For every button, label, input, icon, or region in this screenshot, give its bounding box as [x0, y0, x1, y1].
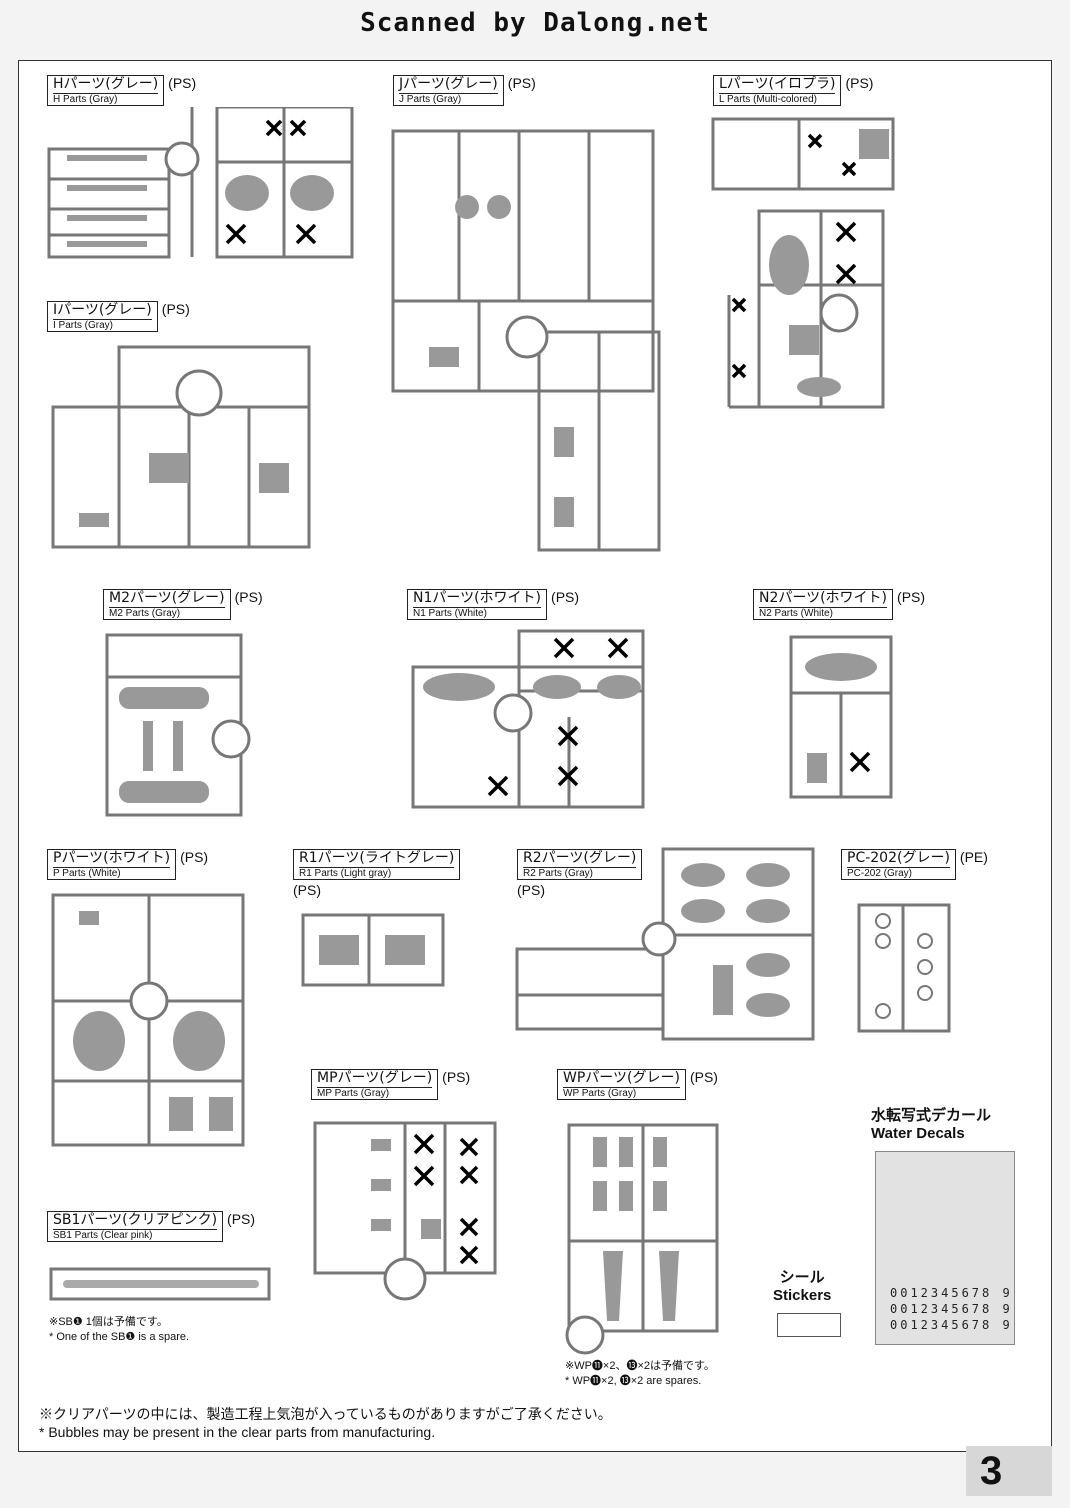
- water-decals-sheet: 0012345678 9 0012345678 9 0012345678 9: [875, 1151, 1015, 1345]
- stickers-title: シール Stickers: [773, 1269, 831, 1305]
- runner-name-jp: Hパーツ(グレー): [53, 76, 159, 92]
- runner-material: (PS): [845, 75, 874, 91]
- runner-i-diagram: [51, 345, 311, 549]
- runner-material: (PS): [161, 301, 190, 317]
- wp-spare-note: ※WP⓫×2、⓭×2は予備です。 * WP⓫×2, ⓭×2 are spares…: [565, 1359, 715, 1389]
- runner-wp-diagram: [565, 1123, 719, 1355]
- water-decals-title: 水転写式デカール Water Decals: [871, 1107, 991, 1143]
- wp-spare-note-jp: ※WP⓫×2、⓭×2は予備です。: [565, 1360, 715, 1372]
- runner-material: (PS): [442, 1069, 471, 1085]
- runner-r1-diagram: [301, 913, 445, 987]
- runner-material: (PS): [507, 75, 536, 91]
- runner-name-jp: Pパーツ(ホワイト): [53, 850, 171, 866]
- parts-list-frame: Hパーツ(グレー)H Parts (Gray) (PS) Jパーツ(グレー)J …: [18, 60, 1052, 1452]
- sb1-spare-note-en: * One of the SB❶ is a spare.: [49, 1330, 190, 1343]
- runner-name-en: SB1 Parts (Clear pink): [53, 1229, 218, 1241]
- runner-name-jp: SB1パーツ(クリアピンク): [53, 1212, 218, 1228]
- runner-mp-diagram: [313, 1121, 497, 1301]
- decal-number-row: 0012345678 9: [890, 1318, 1013, 1332]
- stickers-title-en: Stickers: [773, 1287, 832, 1304]
- runner-label-sb1: SB1パーツ(クリアピンク)SB1 Parts (Clear pink) (PS…: [47, 1211, 255, 1242]
- runner-label-m2: M2パーツ(グレー)M2 Parts (Gray) (PS): [103, 589, 263, 620]
- runner-name-en: N2 Parts (White): [759, 607, 888, 619]
- runner-material: (PS): [227, 1211, 256, 1227]
- runner-n2-diagram: [789, 635, 893, 799]
- runner-label-h: Hパーツ(グレー)H Parts (Gray) (PS): [47, 75, 196, 106]
- runner-label-l: Lパーツ(イロプラ)L Parts (Multi-colored) (PS): [713, 75, 873, 106]
- runner-material: (PS): [168, 75, 197, 91]
- runner-name-en: J Parts (Gray): [399, 93, 498, 105]
- runner-label-pc202: PC-202(グレー)PC-202 (Gray) (PE): [841, 849, 988, 880]
- runner-material: (PE): [959, 849, 988, 865]
- runner-label-n2: N2パーツ(ホワイト)N2 Parts (White) (PS): [753, 589, 925, 620]
- clear-parts-bubbles-note-jp: ※クリアパーツの中には、製造工程上気泡が入っているものがありますがご了承ください…: [39, 1406, 612, 1422]
- runner-n1-diagram: [411, 629, 645, 809]
- runner-material: (PS): [180, 849, 209, 865]
- runner-pc202-diagram: [857, 903, 951, 1033]
- runner-label-i: Iパーツ(グレー)I Parts (Gray) (PS): [47, 301, 190, 332]
- runner-label-mp: MPパーツ(グレー)MP Parts (Gray) (PS): [311, 1069, 470, 1100]
- runner-name-en: R2 Parts (Gray): [523, 867, 637, 879]
- runner-material: (PS): [551, 589, 580, 605]
- runner-h-diagram: [47, 107, 354, 259]
- decal-number-row: 0012345678 9: [890, 1286, 1013, 1300]
- runner-name-en: MP Parts (Gray): [317, 1087, 433, 1099]
- runner-label-n1: N1パーツ(ホワイト)N1 Parts (White) (PS): [407, 589, 579, 620]
- runner-name-en: PC-202 (Gray): [847, 867, 950, 879]
- runner-label-p: Pパーツ(ホワイト)P Parts (White) (PS): [47, 849, 208, 880]
- runner-r2-diagram: [515, 847, 815, 1041]
- water-decals-title-jp: 水転写式デカール: [871, 1107, 992, 1124]
- runner-material: (PS): [293, 882, 321, 898]
- runner-name-jp: MPパーツ(グレー): [317, 1070, 433, 1086]
- runner-name-en: WP Parts (Gray): [563, 1087, 680, 1099]
- water-decals-title-en: Water Decals: [871, 1125, 965, 1142]
- runner-material: (PS): [689, 1069, 718, 1085]
- runner-m2-diagram: [105, 633, 251, 817]
- scan-credit: Scanned by Dalong.net: [360, 8, 710, 38]
- runner-material: (PS): [517, 882, 545, 898]
- runner-name-jp: Iパーツ(グレー): [53, 302, 152, 318]
- runner-sb1-diagram: [49, 1267, 271, 1301]
- runner-name-en: H Parts (Gray): [53, 93, 159, 105]
- runner-label-r1: R1パーツ(ライトグレー)R1 Parts (Light gray) (PS): [293, 849, 461, 898]
- runner-name-jp: R1パーツ(ライトグレー): [299, 850, 455, 866]
- runner-name-jp: Lパーツ(イロプラ): [719, 76, 836, 92]
- runner-name-en: I Parts (Gray): [53, 319, 152, 331]
- page-number: 3: [966, 1446, 1052, 1496]
- runner-p-diagram: [51, 893, 245, 1147]
- runner-name-en: P Parts (White): [53, 867, 171, 879]
- runner-label-r2: R2パーツ(グレー)R2 Parts (Gray) (PS): [517, 849, 643, 898]
- clear-parts-bubbles-note-en: * Bubbles may be present in the clear pa…: [39, 1424, 436, 1441]
- runner-name-jp: PC-202(グレー): [847, 850, 950, 866]
- stickers-sheet: [777, 1313, 841, 1337]
- clear-parts-bubbles-note: ※クリアパーツの中には、製造工程上気泡が入っているものがありますがご了承ください…: [39, 1405, 612, 1441]
- runner-label-wp: WPパーツ(グレー)WP Parts (Gray) (PS): [557, 1069, 718, 1100]
- runner-name-en: L Parts (Multi-colored): [719, 93, 836, 105]
- runner-material: (PS): [897, 589, 926, 605]
- runner-name-jp: M2パーツ(グレー): [109, 590, 225, 606]
- runner-name-jp: Jパーツ(グレー): [399, 76, 498, 92]
- runner-name-jp: WPパーツ(グレー): [563, 1070, 680, 1086]
- runner-name-jp: R2パーツ(グレー): [523, 850, 637, 866]
- runner-name-en: M2 Parts (Gray): [109, 607, 225, 619]
- sb1-spare-note-jp: ※SB❶ 1個は予備です。: [49, 1316, 168, 1328]
- wp-spare-note-en: * WP⓫×2, ⓭×2 are spares.: [565, 1374, 702, 1387]
- stickers-title-jp: シール: [779, 1269, 825, 1286]
- decal-number-row: 0012345678 9: [890, 1302, 1013, 1316]
- runner-label-j: Jパーツ(グレー)J Parts (Gray) (PS): [393, 75, 536, 106]
- runner-l-diagram: [711, 117, 895, 409]
- sb1-spare-note: ※SB❶ 1個は予備です。 * One of the SB❶ is a spar…: [49, 1315, 189, 1345]
- runner-name-jp: N2パーツ(ホワイト): [759, 590, 888, 606]
- runner-material: (PS): [234, 589, 263, 605]
- runner-name-jp: N1パーツ(ホワイト): [413, 590, 542, 606]
- runner-name-en: R1 Parts (Light gray): [299, 867, 455, 879]
- runner-j-diagram: [391, 129, 661, 552]
- runner-name-en: N1 Parts (White): [413, 607, 542, 619]
